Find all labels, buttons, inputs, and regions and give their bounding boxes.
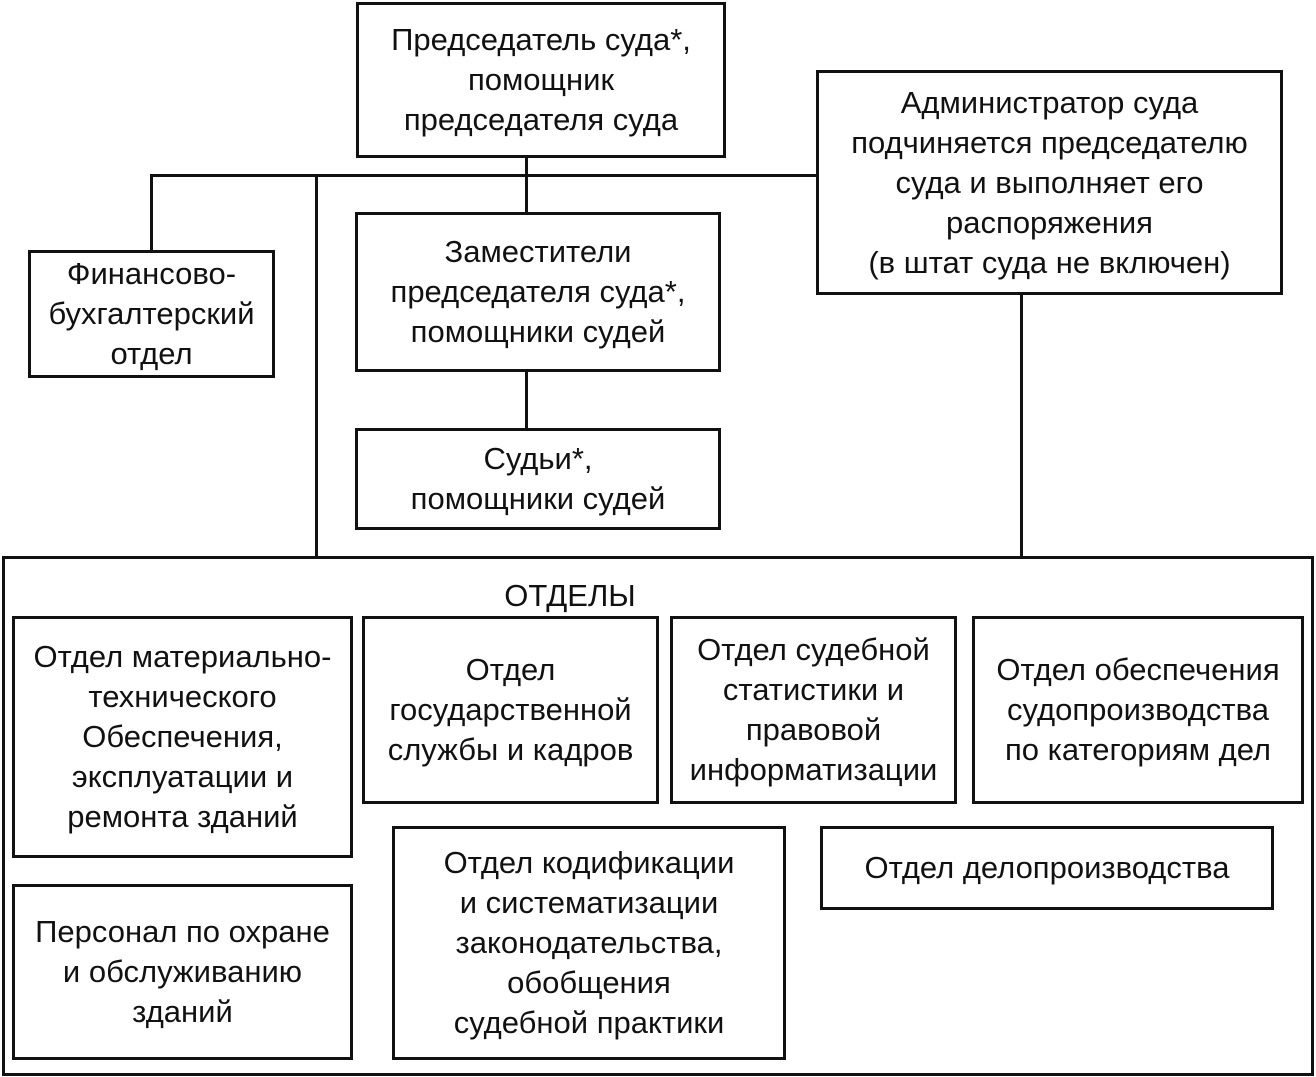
administrator-label: Администратор суда подчиняется председат… [851, 84, 1248, 280]
statistics-department-label: Отдел судебной статистики и правовой инф… [689, 632, 938, 787]
finance-box: Финансово- бухгалтерский отдел [28, 250, 275, 378]
records-department-label: Отдел делопроизводства [864, 850, 1230, 885]
proceedings-department-box: Отдел обеспечения судопроизводства по ка… [972, 616, 1304, 804]
connector-main-horizontal [150, 174, 818, 177]
statistics-department-box: Отдел судебной статистики и правовой инф… [670, 616, 957, 804]
security-personnel-label: Персонал по охране и обслуживанию зданий [35, 914, 330, 1029]
connector-to-departments-left [315, 174, 318, 558]
departments-container [2, 556, 1314, 1076]
chairman-box: Председатель суда*, помощник председател… [356, 2, 726, 158]
finance-label: Финансово- бухгалтерский отдел [48, 256, 255, 371]
administrator-box: Администратор суда подчиняется председат… [816, 70, 1283, 295]
departments-title: ОТДЕЛЫ [504, 578, 636, 613]
material-department-label: Отдел материально- технического Обеспече… [33, 639, 332, 834]
deputies-label: Заместители председателя суда*, помощник… [390, 234, 686, 349]
security-personnel-box: Персонал по охране и обслуживанию зданий [12, 884, 353, 1060]
deputies-box: Заместители председателя суда*, помощник… [355, 212, 721, 372]
connector-to-finance [150, 174, 153, 252]
judges-box: Судьи*, помощники судей [355, 428, 721, 530]
material-department-box: Отдел материально- технического Обеспече… [12, 616, 353, 858]
chairman-label: Председатель суда*, помощник председател… [391, 22, 691, 137]
records-department-box: Отдел делопроизводства [820, 826, 1274, 910]
civil-service-department-label: Отдел государственной службы и кадров [387, 652, 634, 767]
judges-label: Судьи*, помощники судей [410, 441, 666, 516]
connector-deputies-to-judges [525, 370, 528, 430]
codification-department-label: Отдел кодификации и систематизации закон… [443, 845, 735, 1040]
connector-administrator-to-departments [1020, 293, 1023, 558]
connector-chairman-to-deputies [525, 156, 528, 214]
proceedings-department-label: Отдел обеспечения судопроизводства по ка… [996, 652, 1280, 767]
codification-department-box: Отдел кодификации и систематизации закон… [392, 826, 786, 1060]
civil-service-department-box: Отдел государственной службы и кадров [362, 616, 659, 804]
